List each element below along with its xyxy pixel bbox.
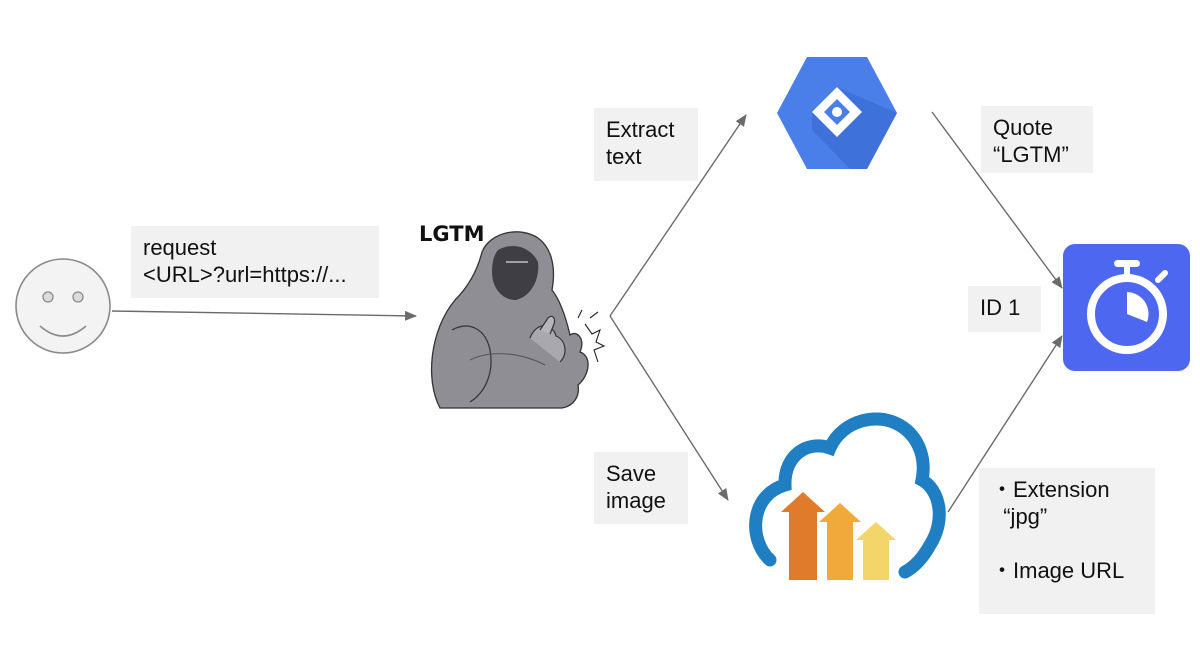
cloud-upload-icon xyxy=(749,412,946,580)
quote-label: Quote “LGTM” xyxy=(981,106,1093,173)
image-metadata-label: ・Extension “jpg” ・Image URL xyxy=(979,468,1155,614)
connector-lines xyxy=(111,111,1063,513)
cloud-vision-icon xyxy=(777,57,897,169)
quote-label-line2: “LGTM” xyxy=(993,142,1069,167)
stopwatch-icon xyxy=(1063,244,1190,371)
request-label: request <URL>?url=https://... xyxy=(131,226,379,298)
metadata-image-url: ・Image URL xyxy=(991,558,1125,583)
extract-text-line1: Extract xyxy=(606,117,675,142)
gorilla-caption: LGTM xyxy=(419,222,485,246)
metadata-extension-value: “jpg” xyxy=(991,504,1048,529)
gorilla-thumbs-up-icon xyxy=(431,231,606,409)
extract-text-line2: text xyxy=(606,144,642,169)
save-image-line1: Save xyxy=(606,461,657,486)
request-label-line2: <URL>?url=https://... xyxy=(143,262,347,287)
arrow-to-vision xyxy=(609,114,747,317)
quote-label-line1: Quote xyxy=(993,115,1053,140)
request-label-line1: request xyxy=(143,235,217,260)
metadata-spacer xyxy=(991,530,1143,557)
arrow-vision-to-timer xyxy=(931,111,1063,289)
arrow-user-to-gorilla xyxy=(111,310,417,321)
arrow-storage-to-timer xyxy=(947,335,1063,513)
id-label: ID 1 xyxy=(968,286,1041,332)
save-image-label: Save image xyxy=(594,452,688,524)
save-image-line2: image xyxy=(606,488,666,513)
id-label-line1: ID 1 xyxy=(980,295,1021,320)
arrow-to-storage xyxy=(609,315,729,501)
extract-text-label: Extract text xyxy=(594,108,698,181)
metadata-extension: ・Extension xyxy=(991,477,1110,502)
smiley-face-icon xyxy=(15,258,111,354)
